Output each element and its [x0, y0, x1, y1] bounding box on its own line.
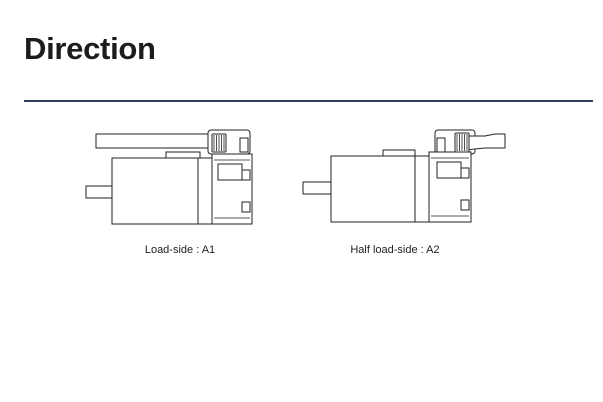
motor-body-a2 [330, 155, 416, 223]
shaft-a1 [85, 185, 113, 199]
figure-caption-a1: Load-side : A1 [144, 244, 216, 256]
shaft-a2 [302, 181, 332, 195]
flange-a1 [197, 157, 213, 225]
page-title: Direction [24, 31, 156, 66]
cable-a2 [464, 133, 506, 151]
title-divider [24, 100, 593, 102]
flange-a2 [414, 155, 430, 223]
motor-diagram-a2 [302, 129, 506, 223]
cable-a1 [95, 133, 209, 149]
motor-diagram-a1 [85, 129, 253, 225]
top-cap-a2 [382, 149, 416, 157]
figure-caption-a2: Half load-side : A2 [350, 244, 440, 256]
top-cap-a1 [165, 151, 201, 159]
motor-figure-a1: Load-side : A1 [80, 126, 280, 271]
motor-figure-a2: Half load-side : A2 [295, 126, 506, 271]
motor-body-a1 [111, 157, 199, 225]
